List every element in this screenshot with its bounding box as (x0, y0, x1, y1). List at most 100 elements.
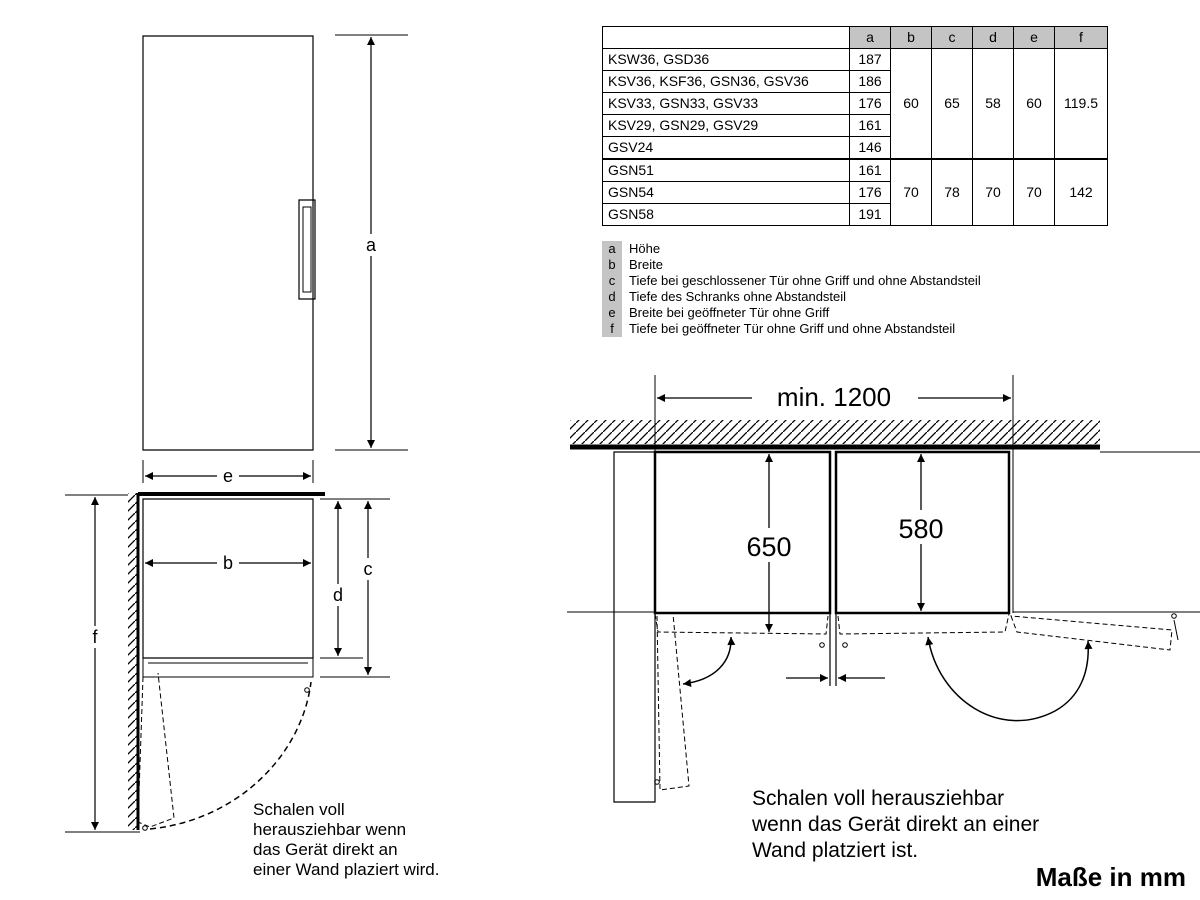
dimension-e-label: e (223, 466, 233, 486)
height-cell: 176 (849, 92, 891, 115)
open-depth-cell: 142 (1054, 158, 1108, 226)
height-cell: 161 (849, 158, 891, 182)
note-left: Schalen voll herausziehbar wenn das Gerä… (253, 800, 439, 880)
dimension-b-label: b (223, 553, 233, 573)
table-header-row: a b c d e f (602, 26, 1108, 49)
note-line: wenn das Gerät direkt an einer (752, 813, 1040, 836)
model-cell: GSN58 (602, 203, 850, 226)
height-cell: 176 (849, 181, 891, 204)
model-cell: GSN54 (602, 181, 850, 204)
rear-wall-hatching (570, 420, 1100, 444)
appliance-front (143, 36, 313, 450)
units-caption: Maße in mm (1035, 862, 1186, 892)
legend-key: a (602, 241, 622, 257)
note-line: Schalen voll herausziehbar (752, 787, 1005, 810)
legend-item: d Tiefe des Schranks ohne Abstandsteil (602, 289, 981, 305)
table-header-cell: f (1054, 26, 1108, 49)
legend-key: f (602, 321, 622, 337)
dimension-650-label: 650 (746, 532, 791, 562)
height-cell: 187 (849, 48, 891, 71)
legend-item: a Höhe (602, 241, 981, 257)
note-right: Schalen voll herausziehbar wenn das Gerä… (752, 786, 1039, 864)
door-swing-arc (150, 682, 311, 829)
hinge-icon (143, 826, 148, 831)
model-cell: KSW36, GSD36 (602, 48, 850, 71)
legend-text: Höhe (629, 241, 661, 256)
table-header-cell: b (890, 26, 932, 49)
side-wall-hatching (128, 493, 138, 830)
right-door-open-position (1011, 616, 1172, 650)
model-cell: GSV24 (602, 136, 850, 160)
door-open-position (138, 673, 174, 827)
legend-key: c (602, 273, 622, 289)
left-door-closed (655, 614, 828, 634)
table-header-cell: d (972, 26, 1014, 49)
table-header-blank (602, 26, 850, 49)
width-cell: 60 (890, 48, 932, 160)
top-view-left: e b d c f (65, 460, 390, 832)
front-view: a (143, 35, 408, 450)
table-row: KSW36, GSD36 187 60 65 58 60 119.5 (602, 48, 1108, 160)
note-line: Wand platziert ist. (752, 839, 919, 862)
legend-text: Tiefe bei geschlossener Tür ohne Griff u… (629, 273, 981, 288)
table-row: KSV33, GSN33, GSV33 176 (602, 92, 1108, 115)
note-line: einer Wand plaziert wird. (253, 860, 440, 879)
cabinet-depth-cell: 58 (972, 48, 1014, 160)
model-cell: KSV33, GSN33, GSV33 (602, 92, 850, 115)
note-line: herausziehbar wenn (253, 820, 407, 839)
dimension-580-label: 580 (898, 514, 943, 544)
hinge-icon (655, 780, 660, 785)
appliance-body-top (143, 499, 313, 658)
legend-key: d (602, 289, 622, 305)
dimension-a-label: a (366, 235, 377, 255)
hinge-icon (1172, 614, 1177, 619)
open-depth-cell: 119.5 (1054, 48, 1108, 160)
table-row: GSN54 176 (602, 181, 1108, 204)
legend-item: b Breite (602, 257, 981, 273)
height-cell: 191 (849, 203, 891, 226)
height-cell: 186 (849, 70, 891, 93)
cabinet-depth-cell: 70 (972, 158, 1014, 226)
dimension-legend: a Höhe b Breite c Tiefe bei geschlossener T… (602, 241, 981, 337)
dimension-f-label: f (92, 627, 98, 647)
adjacent-cabinet (614, 452, 655, 802)
table-row: GSV24 146 (602, 136, 1108, 160)
niche-view: min. 1200 650 580 (567, 375, 1200, 802)
table-header-cell: a (849, 26, 891, 49)
legend-key: e (602, 305, 622, 321)
open-width-cell: 70 (1013, 158, 1055, 226)
note-line: Schalen voll (253, 800, 345, 819)
hinge-icon (305, 688, 310, 693)
table-row: KSV29, GSN29, GSV29 161 (602, 114, 1108, 137)
hinge-icon (820, 643, 825, 648)
legend-text: Breite bei geöffneter Tür ohne Griff (629, 305, 830, 320)
right-door-swing-arrow (925, 637, 1093, 721)
open-width-cell: 60 (1013, 48, 1055, 160)
right-door-closed (838, 614, 1009, 634)
left-door-open-position (657, 614, 689, 790)
depth-closed-cell: 65 (931, 48, 973, 160)
left-door-swing-arrow (683, 637, 736, 687)
dimension-c-label: c (364, 559, 373, 579)
door-handle-inner (303, 207, 311, 292)
dimensions-table: a b c d e f KSW36, GSD36 187 60 65 58 60… (602, 26, 1108, 226)
legend-item: e Breite bei geöffneter Tür ohne Griff (602, 305, 981, 321)
width-cell: 70 (890, 158, 932, 226)
height-cell: 146 (849, 136, 891, 160)
legend-text: Tiefe des Schranks ohne Abstandsteil (629, 289, 847, 304)
note-line: das Gerät direkt an (253, 840, 398, 859)
legend-key: b (602, 257, 622, 273)
legend-text: Breite (629, 257, 663, 272)
table-header-cell: e (1013, 26, 1055, 49)
table-header-cell: c (931, 26, 973, 49)
model-cell: KSV29, GSN29, GSV29 (602, 114, 850, 137)
legend-text: Tiefe bei geöffneter Tür ohne Griff und … (629, 321, 956, 336)
door-handle (299, 200, 315, 299)
legend-item: f Tiefe bei geöffneter Tür ohne Griff und… (602, 321, 981, 337)
table-row: GSN51 161 70 78 70 70 142 (602, 158, 1108, 226)
legend-item: c Tiefe bei geschlossener Tür ohne Griff … (602, 273, 981, 289)
dimension-min-width-label: min. 1200 (777, 382, 891, 412)
door-closed (143, 658, 313, 677)
model-cell: KSV36, KSF36, GSN36, GSV36 (602, 70, 850, 93)
